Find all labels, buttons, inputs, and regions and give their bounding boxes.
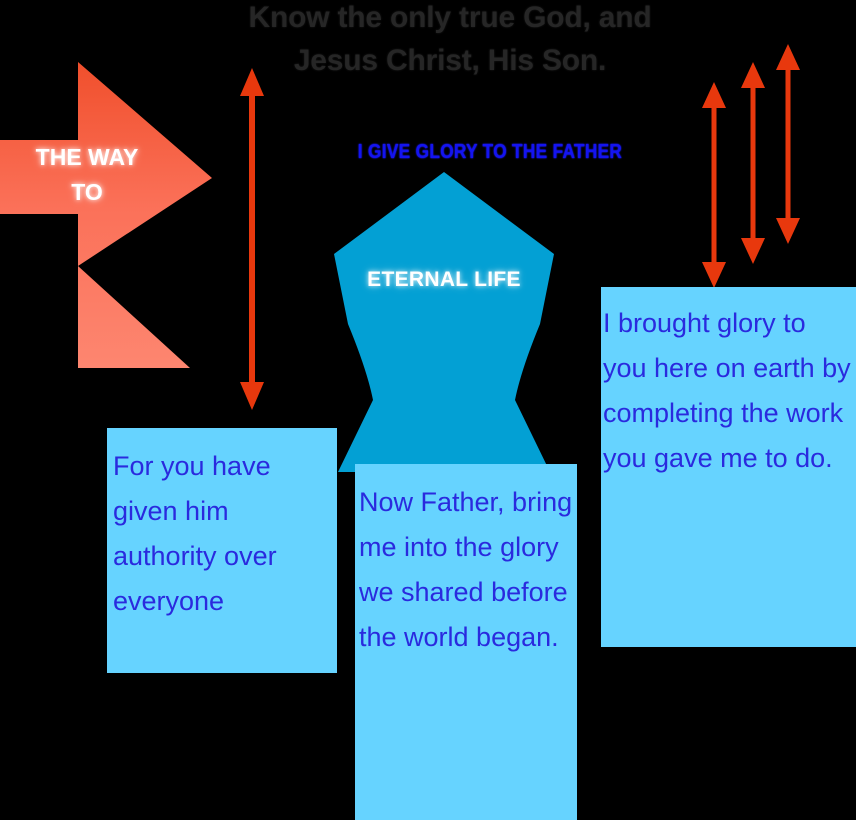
textbox-now-father[interactable]: Now Father, bring me into the glory we s… xyxy=(355,464,577,820)
cross-arrow-path xyxy=(0,62,212,368)
glory-heading: I GIVE GLORY TO THE FATHER xyxy=(357,141,623,163)
right-double-arrow-1[interactable] xyxy=(698,80,730,290)
right-double-arrow-2[interactable] xyxy=(737,60,769,266)
pentagon-path xyxy=(334,172,554,472)
page-title: Know the only true God, and Jesus Christ… xyxy=(248,1,652,77)
right-double-arrow-2-svg xyxy=(741,62,765,264)
pentagon-svg xyxy=(334,172,554,472)
the-way-to-arrow-shape[interactable]: THE WAY TO xyxy=(0,62,212,368)
textbox-brought-glory[interactable]: I brought glory to you here on earth by … xyxy=(601,287,856,647)
textbox-authority[interactable]: For you have given him authority over ev… xyxy=(107,428,337,673)
right-double-arrow-3[interactable] xyxy=(772,42,804,246)
left-double-arrow-svg xyxy=(240,68,264,410)
right-double-arrow-3-svg xyxy=(776,44,800,244)
right-double-arrow-1-svg xyxy=(702,82,726,288)
eternal-life-shape[interactable] xyxy=(325,172,563,472)
cross-arrow-svg xyxy=(0,62,212,368)
left-double-arrow[interactable] xyxy=(233,66,271,412)
